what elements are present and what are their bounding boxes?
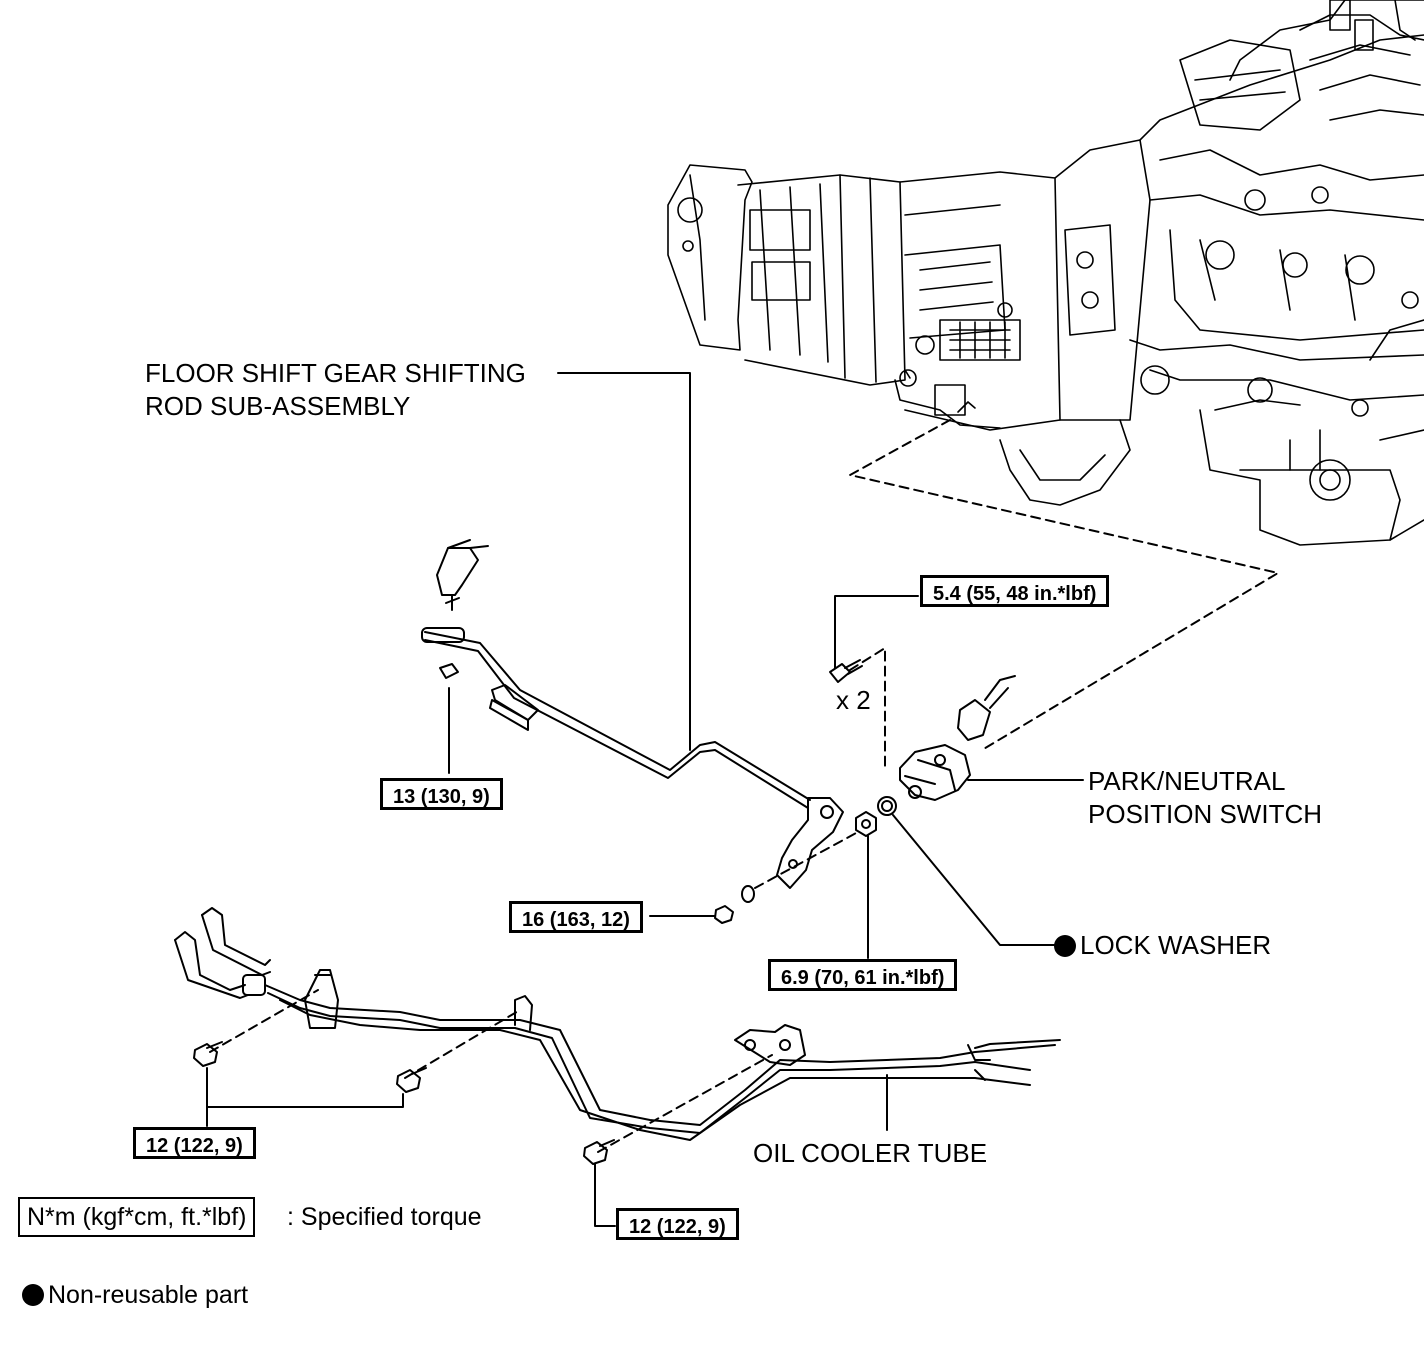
legend-torque-unit: N*m (kgf*cm, ft.*lbf) (18, 1197, 256, 1237)
dashed-leaders (209, 419, 1279, 1153)
legend-nonreusable: Non-reusable part (22, 1279, 248, 1311)
engine-transmission-illustration (667, 0, 1424, 546)
hardware (193, 659, 1016, 1165)
pnp-switch-label-line2: POSITION SWITCH (1088, 799, 1322, 829)
lock-washer-text: LOCK WASHER (1080, 930, 1272, 960)
lock-washer-label: LOCK WASHER (1054, 929, 1271, 961)
shift-rod-label-line2: ROD SUB-ASSEMBLY (145, 391, 411, 421)
torque-switch-nut: 6.9 (70, 61 in.*lbf) (768, 959, 958, 991)
legend-nonreusable-text: Non-reusable part (48, 1281, 249, 1309)
non-reusable-dot-icon (1054, 935, 1076, 957)
pnp-switch-label-line1: PARK/NEUTRAL (1088, 766, 1286, 796)
torque-tube-bolts-left: 12 (122, 9) (133, 1127, 256, 1159)
shift-rod-assembly (421, 539, 844, 889)
legend-dot-icon (22, 1284, 44, 1306)
torque-tube-bolt-right: 12 (122, 9) (616, 1208, 739, 1240)
legend-torque-desc: : Specified torque (287, 1203, 482, 1231)
torque-switch-bolt: 5.4 (55, 48 in.*lbf) (920, 575, 1110, 607)
oil-cooler-tube-label: OIL COOLER TUBE (753, 1138, 988, 1168)
shift-rod-label-line1: FLOOR SHIFT GEAR SHIFTING (145, 358, 526, 388)
torque-lever-nut: 16 (163, 12) (509, 901, 643, 933)
callout-leaders (206, 372, 1084, 1227)
torque-rod-nut: 13 (130, 9) (380, 778, 503, 810)
bolt-quantity-label: x 2 (836, 685, 871, 715)
oil-cooler-tubes (174, 907, 1061, 1141)
